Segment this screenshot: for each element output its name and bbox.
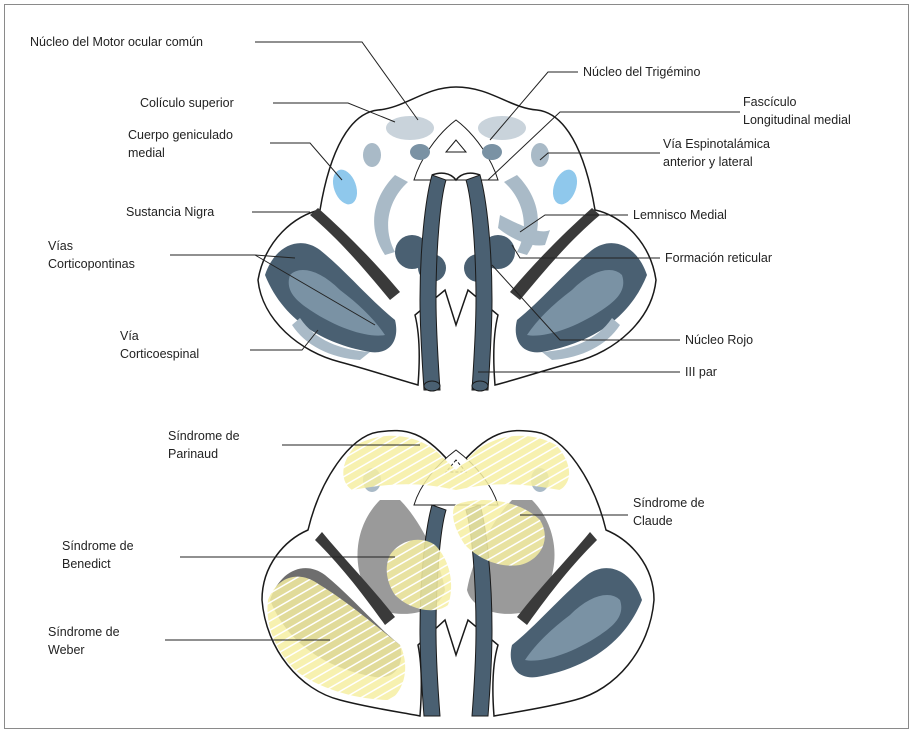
superior-colliculus-right (478, 116, 526, 140)
label-fasciculo-2: Longitudinal medial (743, 113, 851, 127)
trigeminal-nucleus-right (482, 144, 502, 160)
label-corticopontinas-2: Corticopontinas (48, 257, 135, 271)
label-corticoespinal-2: Corticoespinal (120, 347, 199, 361)
label-geniculado-1: Cuerpo geniculado (128, 128, 233, 142)
top-midbrain-section (258, 87, 656, 391)
label-corticopontinas-1: Vías (48, 239, 73, 253)
label-reticular: Formación reticular (665, 251, 772, 265)
label-benedict-2: Benedict (62, 557, 111, 571)
label-corticoespinal-1: Vía (120, 329, 139, 343)
superior-colliculus-left (386, 116, 434, 140)
label-espinotalamica-2: anterior y lateral (663, 155, 753, 169)
label-weber-2: Weber (48, 643, 85, 657)
cn-iii-left-end (424, 381, 440, 391)
label-coliculo: Colículo superior (140, 96, 234, 110)
mlf-left (363, 143, 381, 167)
label-motor-ocular: Núcleo del Motor ocular común (30, 35, 203, 49)
label-nigra: Sustancia Nigra (126, 205, 214, 219)
label-lemnisco: Lemnisco Medial (633, 208, 727, 222)
label-parinaud-1: Síndrome de (168, 429, 240, 443)
label-fasciculo-1: Fascículo (743, 95, 797, 109)
label-iii-par: III par (685, 365, 717, 379)
label-geniculado-2: medial (128, 146, 165, 160)
label-claude-1: Síndrome de (633, 496, 705, 510)
label-rojo: Núcleo Rojo (685, 333, 753, 347)
label-espinotalamica-1: Vía Espinotalámica (663, 137, 770, 151)
cn-iii-right-end (472, 381, 488, 391)
label-claude-2: Claude (633, 514, 673, 528)
label-parinaud-2: Parinaud (168, 447, 218, 461)
label-benedict-1: Síndrome de (62, 539, 134, 553)
label-trigemino: Núcleo del Trigémino (583, 65, 700, 79)
trigeminal-nucleus-left (410, 144, 430, 160)
label-weber-1: Síndrome de (48, 625, 120, 639)
bottom-midbrain-section (262, 431, 654, 716)
